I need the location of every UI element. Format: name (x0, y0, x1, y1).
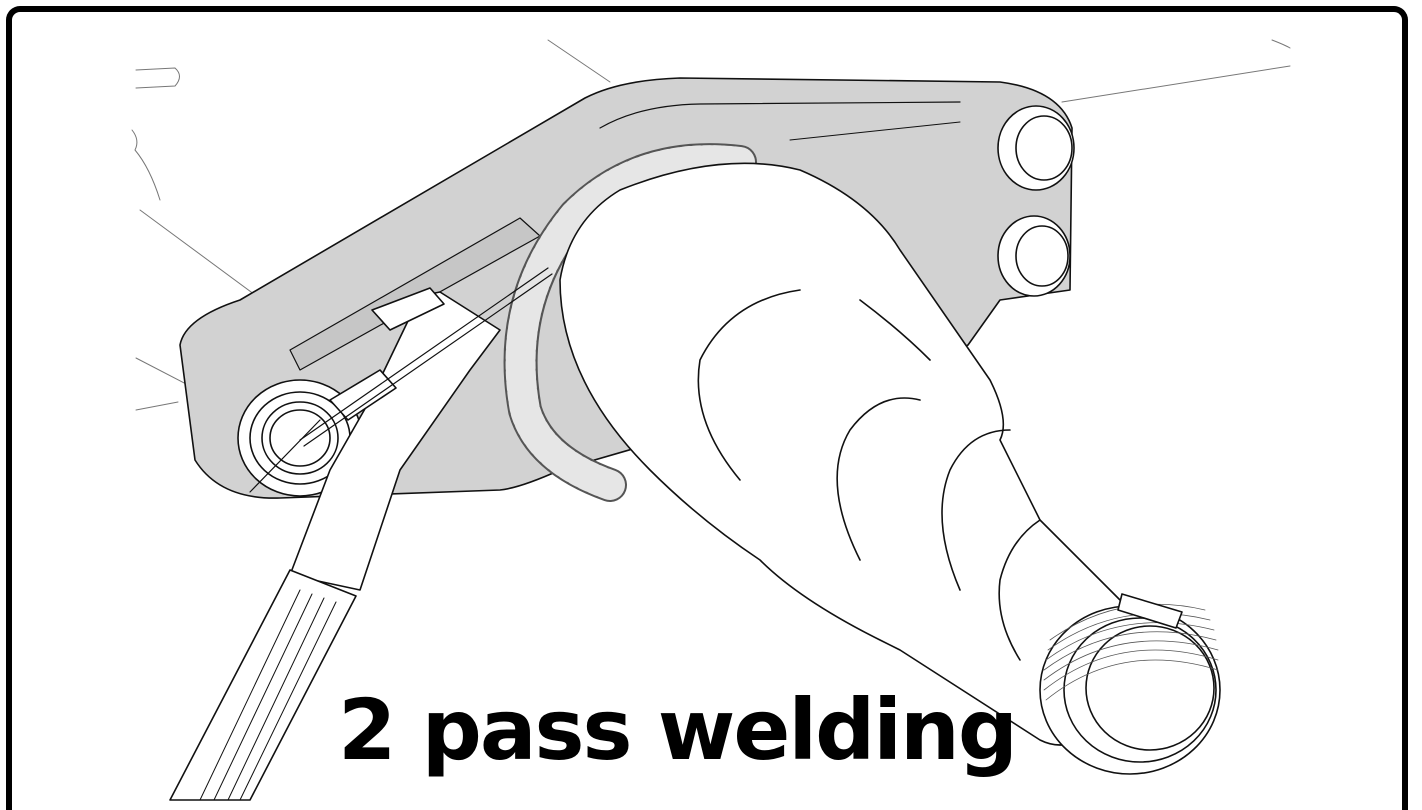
weld-bead-icon (503, 143, 757, 502)
filler-rod-icon (299, 267, 553, 447)
caption-title: 2 pass welding (338, 681, 1018, 779)
bolt-head-icon (997, 105, 1075, 297)
tig-torch-icon (169, 287, 501, 801)
spindle-icon (559, 162, 1221, 775)
background-lines (131, 39, 1291, 411)
bearing-ring (237, 379, 363, 497)
